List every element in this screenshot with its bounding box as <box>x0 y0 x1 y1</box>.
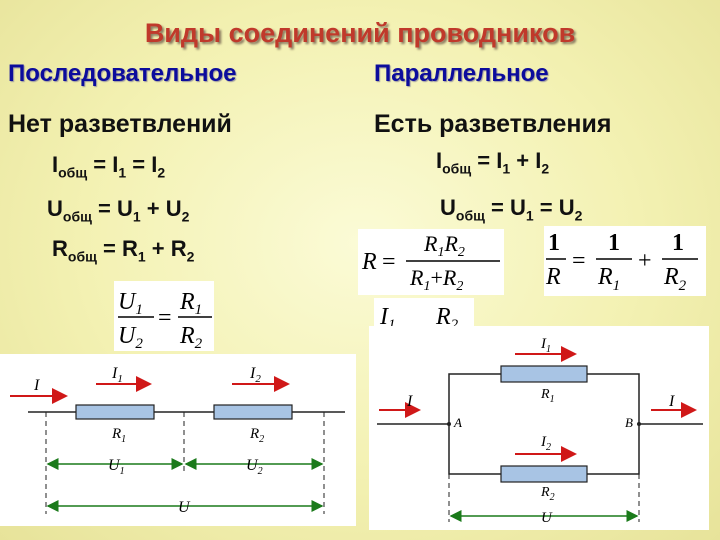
series-current-equation: Iобщ = I1 = I2 <box>52 152 166 181</box>
svg-text:R1: R1 <box>111 426 126 445</box>
svg-text:U2: U2 <box>246 457 263 477</box>
svg-text:I1: I1 <box>540 336 551 355</box>
series-subheading: Нет разветвлений <box>8 110 232 138</box>
svg-text:=: = <box>382 249 396 275</box>
parallel-inverse-one-1: 1 <box>608 230 620 256</box>
svg-text:B: B <box>625 415 633 430</box>
parallel-inverse-resistance-formula: 1 R = 1 R1 + 1 R2 <box>544 226 706 296</box>
svg-text:R1R2: R1R2 <box>423 231 465 260</box>
svg-text:R: R <box>545 264 561 290</box>
svg-text:R1: R1 <box>597 264 620 294</box>
series-voltage-equation: Uобщ = U1 + U2 <box>47 196 190 225</box>
parallel-heading: Параллельное <box>374 60 549 87</box>
svg-text:+: + <box>638 248 652 274</box>
svg-text:R1: R1 <box>179 289 202 318</box>
parallel-circuit-diagram: I1 I2 R1 R2 I I A B U <box>369 326 709 530</box>
svg-text:R2: R2 <box>663 264 687 294</box>
svg-text:1: 1 <box>548 230 560 256</box>
svg-text:R1+R2: R1+R2 <box>409 265 463 294</box>
series-circuit-diagram: I I1 I2 R1 R2 U1 U2 U <box>0 354 356 526</box>
svg-text:=: = <box>158 305 172 331</box>
svg-text:U2: U2 <box>118 323 143 351</box>
svg-text:I2: I2 <box>249 365 261 385</box>
parallel-voltage-equation: Uобщ = U1 = U2 <box>440 195 583 224</box>
svg-text:R: R <box>361 249 377 275</box>
svg-text:I: I <box>668 393 675 410</box>
svg-text:I1: I1 <box>111 365 123 385</box>
svg-text:I1: I1 <box>379 304 396 333</box>
svg-text:I2: I2 <box>540 434 551 453</box>
svg-text:R2: R2 <box>540 485 555 503</box>
series-heading: Последовательное <box>8 60 237 87</box>
svg-text:U1: U1 <box>118 289 143 318</box>
parallel-subheading: Есть разветвления <box>374 110 612 138</box>
series-resistance-equation: Rобщ = R1 + R2 <box>52 236 195 265</box>
svg-text:R2: R2 <box>179 323 203 351</box>
svg-text:A: A <box>453 415 462 430</box>
series-ratio-formula: U1 U2 = R1 R2 <box>114 281 214 351</box>
svg-text:U1: U1 <box>108 457 125 477</box>
svg-text:R2: R2 <box>249 426 264 445</box>
parallel-current-equation: Iобщ = I1 + I2 <box>436 148 550 177</box>
svg-text:I: I <box>406 393 413 410</box>
page-title: Виды соединений проводников <box>144 18 576 48</box>
svg-text:U: U <box>178 499 191 516</box>
svg-text:=: = <box>572 248 586 274</box>
parallel-inverse-one-2: 1 <box>672 230 684 256</box>
svg-text:I: I <box>33 377 40 394</box>
parallel-resistance-formula: R = R1R2 R1+R2 <box>358 229 504 295</box>
svg-text:R1: R1 <box>540 387 555 405</box>
svg-text:R2: R2 <box>435 304 459 333</box>
svg-text:U: U <box>541 510 553 526</box>
